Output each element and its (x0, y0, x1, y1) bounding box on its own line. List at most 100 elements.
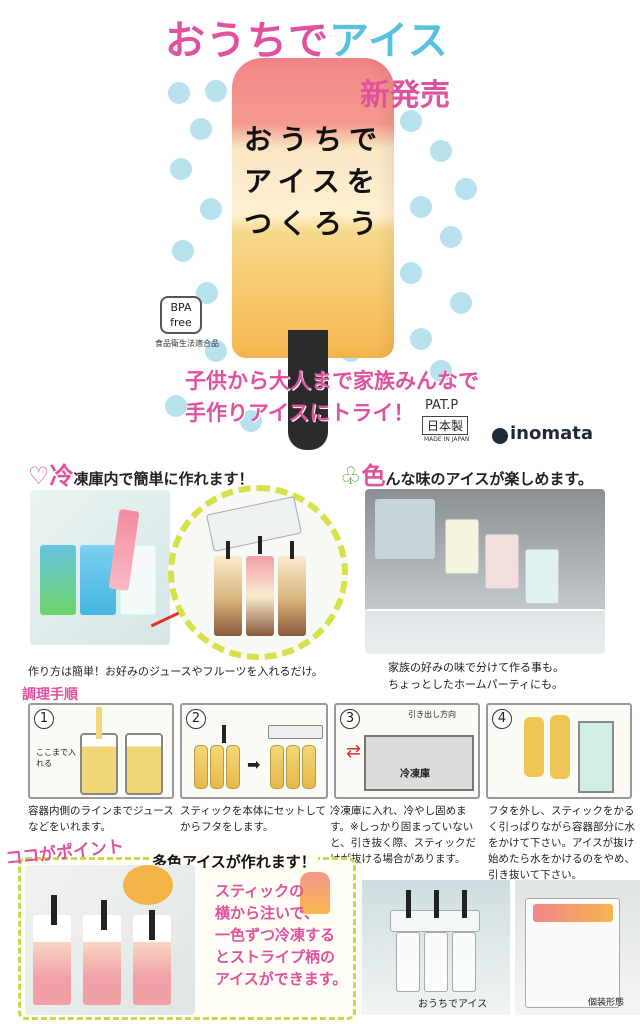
mold-cup-clear (424, 932, 448, 992)
food-sanitation-caption: 食品衛生法適合品 (155, 339, 219, 348)
freezer-label: 冷凍庫 (400, 769, 430, 780)
mold-pink (485, 534, 519, 589)
slogan-line-2: 手作りアイスにトライ！ (185, 401, 415, 425)
step-2-illustration: 2 ➡ (180, 703, 328, 799)
hero-title: おうちでアイス (165, 8, 449, 66)
striped-ice-3 (278, 556, 306, 636)
mold-lid (206, 496, 302, 552)
mold-stick (258, 536, 262, 554)
popsicle-stick (288, 330, 328, 450)
mold-stick (149, 910, 155, 940)
package-caption: 個装形態 (588, 998, 625, 1008)
brand-name: inomata (510, 423, 594, 444)
bpa-label: BPA (170, 301, 192, 314)
polka-dot (410, 196, 432, 218)
mold-mint (525, 549, 559, 604)
freezer-drawer-icon (364, 735, 474, 791)
mold-cup-green (40, 545, 76, 615)
polka-dot (440, 226, 462, 248)
popsicle-mascot-icon (300, 872, 330, 914)
feature-freezer-caption: 作り方は簡単！お好みのジュースやフルーツを入れるだけ。 (28, 665, 323, 678)
pouring-juice (96, 707, 102, 739)
heart-icon: ♡ (28, 462, 50, 490)
feature-flavors-caption-line-1: 家族の好みの味で分けて作る事も。 (388, 661, 564, 674)
step-number: 2 (186, 709, 206, 729)
polka-dot (455, 178, 477, 200)
mold-cup-filled (125, 733, 163, 795)
polka-dot (400, 262, 422, 284)
hero-title-part1: おうちで (165, 18, 329, 64)
feature-freezer-heading-text: 凍庫内で簡単に作れます！ (73, 470, 254, 488)
polka-dot (450, 292, 472, 314)
mold-stick (51, 895, 57, 925)
new-release-label: 新発売 (360, 78, 450, 113)
point-text-line-5: アイスができます。 (215, 970, 348, 988)
slogan-line-1: 子供から大人まで家族みんなで (185, 369, 479, 393)
step-4-illustration: 4 (486, 703, 632, 799)
mold-cup-filled (80, 733, 118, 795)
mold-cup-filled (210, 745, 224, 789)
stick-being-inserted (222, 725, 226, 743)
polka-dot (410, 328, 432, 350)
mold-cup-clear (396, 932, 420, 992)
photo-mold-with-lid (168, 485, 348, 660)
polka-dot (240, 410, 262, 432)
feature-freezer-big-char: 冷 (49, 462, 74, 490)
step-4-caption: フタを外し、スティックをかるく引っぱりながら容器部分に水をかけて下さい。アイスが… (488, 805, 635, 881)
polka-dot (196, 282, 218, 304)
mold-lid (268, 725, 323, 739)
layered-ice (83, 915, 121, 1005)
mold-cup-filled (270, 745, 284, 789)
point-text-line-4: とストライプ柄の (215, 948, 336, 966)
point-text-line-2: 横から注いで、 (215, 904, 319, 922)
polka-dot (205, 340, 227, 362)
photo-freezer-drawer (365, 489, 605, 654)
drawer-front (365, 609, 605, 654)
feature-flavors-heading: ♧色んな味のアイスが楽しめます。 (340, 456, 593, 491)
mold-cup-filled (286, 745, 300, 789)
polka-dot (430, 140, 452, 162)
polka-dot (400, 110, 422, 132)
mold-stick (434, 890, 439, 918)
double-arrow-icon: ⇄ (346, 741, 362, 762)
club-icon: ♧ (340, 462, 362, 490)
brand-logo-icon (492, 428, 508, 444)
mold-cup-filled (226, 745, 240, 789)
mold-stick (462, 890, 467, 918)
mold-yellow (445, 519, 479, 574)
mold-with-water (578, 721, 614, 793)
hero-slogan: 子供から大人まで家族みんなで 手作りアイスにトライ！ (185, 365, 479, 429)
polka-dot (205, 80, 227, 102)
feature-flavors-big-char: 色 (361, 462, 386, 490)
polka-dot (200, 198, 222, 220)
polka-dot (172, 240, 194, 262)
pouring-cup (123, 865, 173, 905)
popsicle-illustration (232, 58, 394, 358)
step-3-caption: 冷凍庫に入れ、冷やし固めます。※しっかり固まっていないと、引き抜く際、スティック… (330, 805, 476, 865)
step-1-illustration: 1 ここまで入れる (28, 703, 174, 799)
mold-stick (406, 890, 411, 918)
photo-popsicle-mold-colored (30, 490, 170, 645)
fill-line-label: ここまで入れる (36, 748, 76, 768)
step-number: 3 (340, 709, 360, 729)
feature-flavors-heading-text: んな味のアイスが楽しめます。 (385, 470, 593, 488)
polka-dot (190, 118, 212, 140)
freezer-food-pack (375, 499, 435, 559)
mold-stick (290, 541, 294, 559)
bpa-free-badge: BPA free (160, 296, 202, 334)
drawer-direction-label: 引き出し方向 (408, 710, 456, 719)
hero-title-part2: アイス (329, 18, 449, 64)
bpa-free-label: free (170, 316, 192, 329)
made-in-japan-en: MADE IN JAPAN (424, 436, 470, 443)
steps-title: 調理手順 (22, 687, 78, 703)
mold-stick (101, 900, 107, 930)
hero-banner: おうちでアイス おうちで アイスを つくろう 新発売 BPA free 食品衛生… (0, 0, 640, 455)
mold-cup-filled (302, 745, 316, 789)
popsicle-text-line-2: アイスを (244, 165, 382, 198)
photo-package (515, 880, 640, 1015)
layered-ice (33, 915, 71, 1005)
step-number: 4 (492, 709, 512, 729)
step-number: 1 (34, 709, 54, 729)
package-label (533, 904, 613, 922)
mold-cup-clear (452, 932, 476, 992)
